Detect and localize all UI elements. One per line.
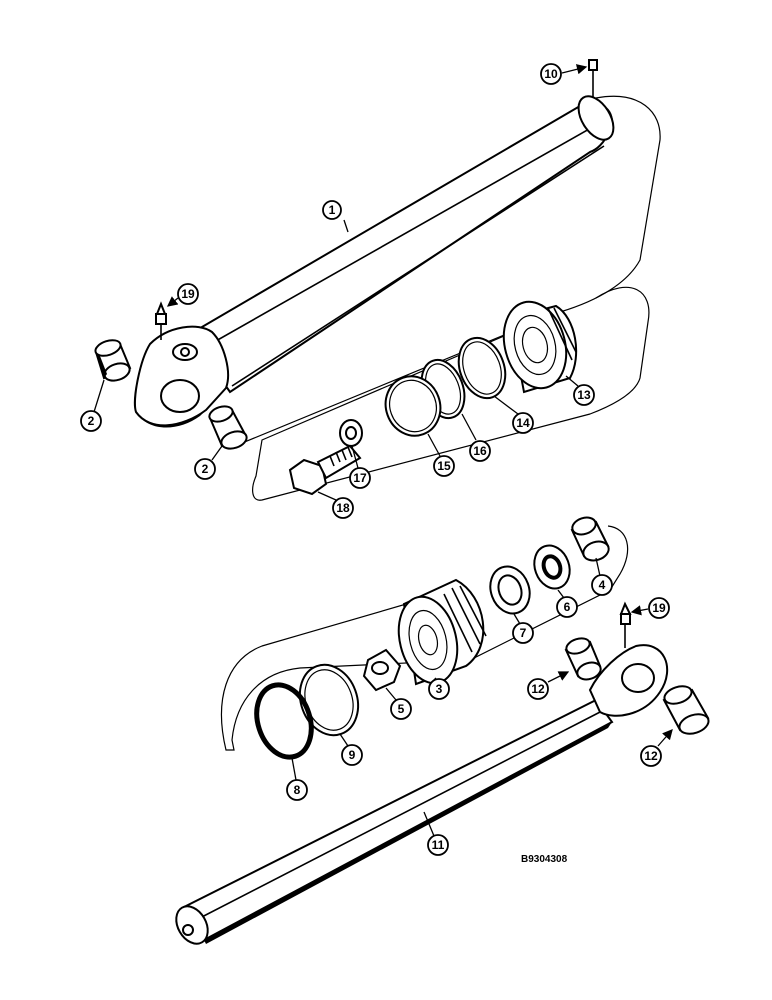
barrel-group-outline <box>229 95 661 449</box>
callout-2-right: 2 <box>194 445 223 480</box>
callout-2-left: 2 <box>80 379 105 432</box>
bushing-lower-right <box>662 685 710 735</box>
rod-group-outline <box>220 525 629 751</box>
seal-ring-15-inner <box>389 379 437 433</box>
svg-text:1: 1 <box>329 203 336 217</box>
bushing-upper-left <box>94 339 132 382</box>
washer-17 <box>339 419 363 447</box>
svg-text:15: 15 <box>437 459 451 473</box>
piston-group-outline <box>252 286 650 501</box>
svg-text:11: 11 <box>432 838 445 852</box>
seal-ring-14-inner <box>462 341 502 395</box>
seal-ring-14 <box>457 336 507 400</box>
svg-text:17: 17 <box>353 471 367 485</box>
cylinder-head <box>502 300 578 394</box>
seal-4 <box>570 516 610 562</box>
callout-9: 9 <box>339 733 363 766</box>
callout-14: 14 <box>493 395 534 434</box>
callout-16: 16 <box>461 413 491 462</box>
callout-19-upper: 19 <box>166 283 199 307</box>
seal-7 <box>489 565 531 615</box>
svg-text:18: 18 <box>336 501 350 515</box>
callout-12-left: 12 <box>527 671 570 700</box>
callout-4: 4 <box>591 557 613 596</box>
svg-text:3: 3 <box>436 682 443 696</box>
svg-text:12: 12 <box>531 682 545 696</box>
svg-text:2: 2 <box>88 414 95 428</box>
svg-text:19: 19 <box>181 287 195 301</box>
svg-text:7: 7 <box>520 626 527 640</box>
callout-15: 15 <box>427 433 455 477</box>
svg-text:10: 10 <box>544 67 558 81</box>
grease-fitting-upper <box>155 301 167 340</box>
callout-1: 1 <box>322 200 349 233</box>
piston <box>397 578 487 686</box>
svg-text:2: 2 <box>202 462 209 476</box>
o-ring-8 <box>254 682 314 760</box>
svg-text:8: 8 <box>294 783 301 797</box>
bushing-upper-right <box>208 405 248 450</box>
bushing-lower-left <box>564 637 602 681</box>
piston-rod <box>175 644 669 945</box>
bleed-screw <box>588 59 598 98</box>
callout-19-lower: 19 <box>630 597 670 619</box>
drawing-code: B9304308 <box>521 854 568 865</box>
nut-5 <box>362 648 402 692</box>
seal-ring-15 <box>384 375 442 437</box>
callout-8: 8 <box>286 757 308 801</box>
svg-text:12: 12 <box>644 749 658 763</box>
svg-text:16: 16 <box>473 444 487 458</box>
callout-13: 13 <box>565 375 595 406</box>
bolt-18 <box>288 444 362 496</box>
svg-text:14: 14 <box>516 416 530 430</box>
callout-18: 18 <box>317 491 354 519</box>
callout-3: 3 <box>428 677 450 700</box>
svg-text:13: 13 <box>577 388 591 402</box>
grease-fitting-lower <box>619 601 632 648</box>
seal-6 <box>533 544 571 590</box>
callout-11: 11 <box>423 811 449 856</box>
svg-text:6: 6 <box>564 600 571 614</box>
svg-text:5: 5 <box>398 702 405 716</box>
callout-5: 5 <box>385 687 412 720</box>
svg-text:4: 4 <box>599 578 606 592</box>
callout-7: 7 <box>512 613 534 644</box>
svg-text:19: 19 <box>652 601 666 615</box>
callout-10: 10 <box>540 63 588 85</box>
svg-text:9: 9 <box>349 748 356 762</box>
cylinder-barrel <box>134 95 615 428</box>
callout-12-right: 12 <box>640 729 673 767</box>
callout-6: 6 <box>556 589 578 618</box>
callout-17: 17 <box>349 445 371 489</box>
